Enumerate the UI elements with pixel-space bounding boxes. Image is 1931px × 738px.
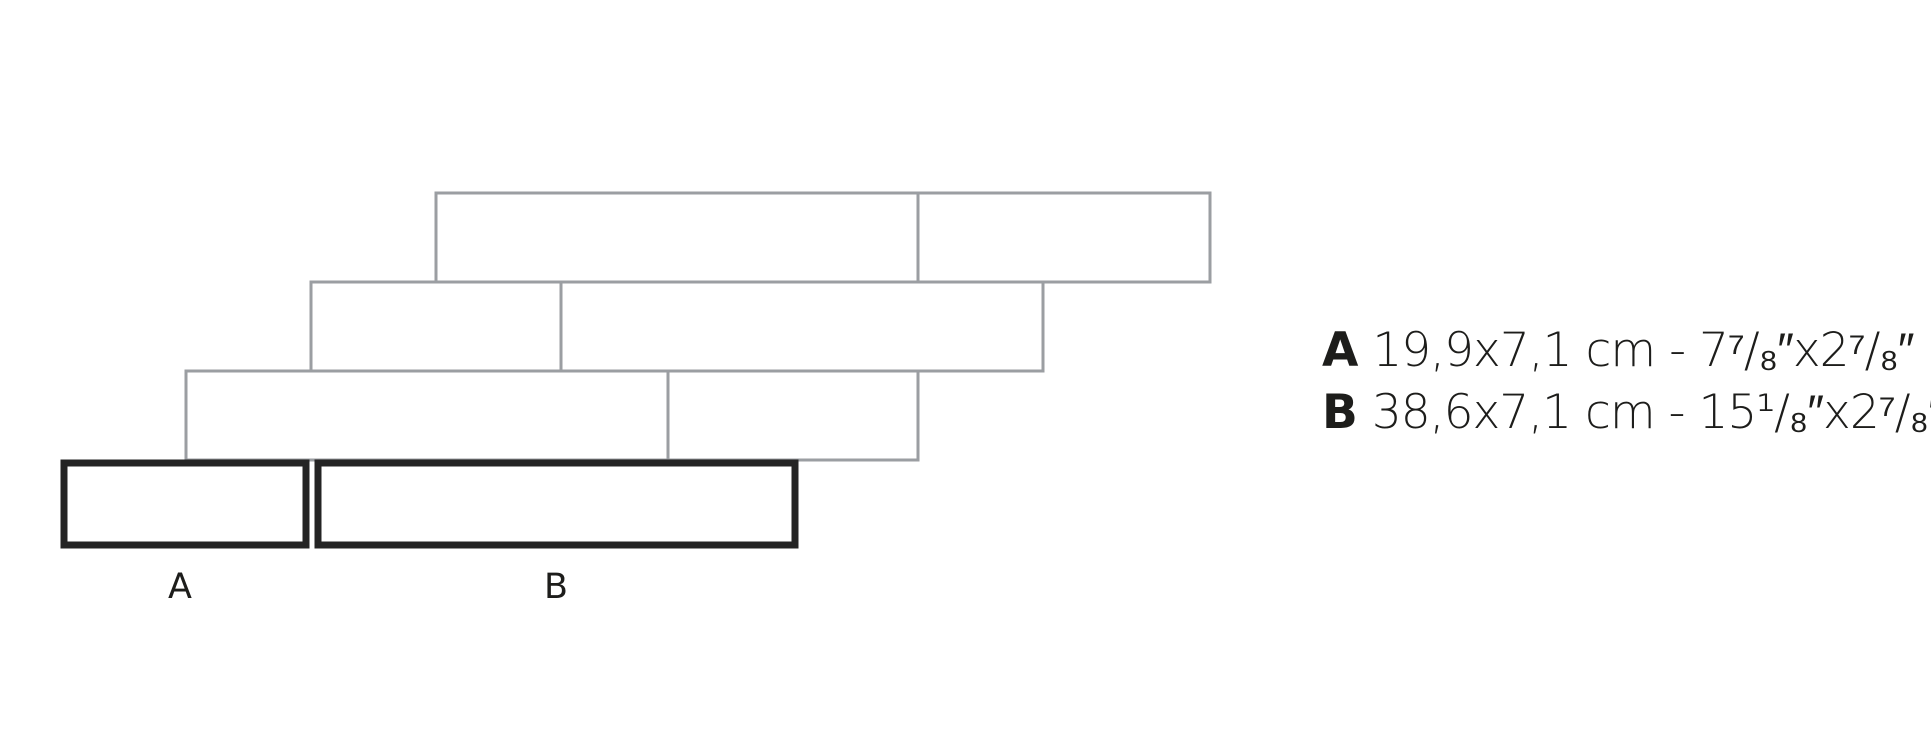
tile-row-3-a [309,280,563,373]
tile-b-highlighted [314,459,799,549]
tile-row-4-a [916,191,1212,284]
tile-row-3-b [559,280,1045,373]
tile-a-label: A [168,567,192,607]
tile-b-label: B [544,567,568,607]
legend-dimensions-b: 38,6x7,1 cm - 15¹/₈″x2⁷/₈″ [1371,385,1931,440]
legend-key-a: A [1322,323,1359,378]
legend-key-b: B [1322,385,1358,440]
tile-row-4-b [434,191,920,284]
legend-dimensions-a: 19,9x7,1 cm - 7⁷/₈″x2⁷/₈″ [1372,323,1914,378]
tile-row-2-b [184,369,670,462]
tile-row-2-a [666,369,920,462]
tile-a-highlighted [60,459,310,549]
